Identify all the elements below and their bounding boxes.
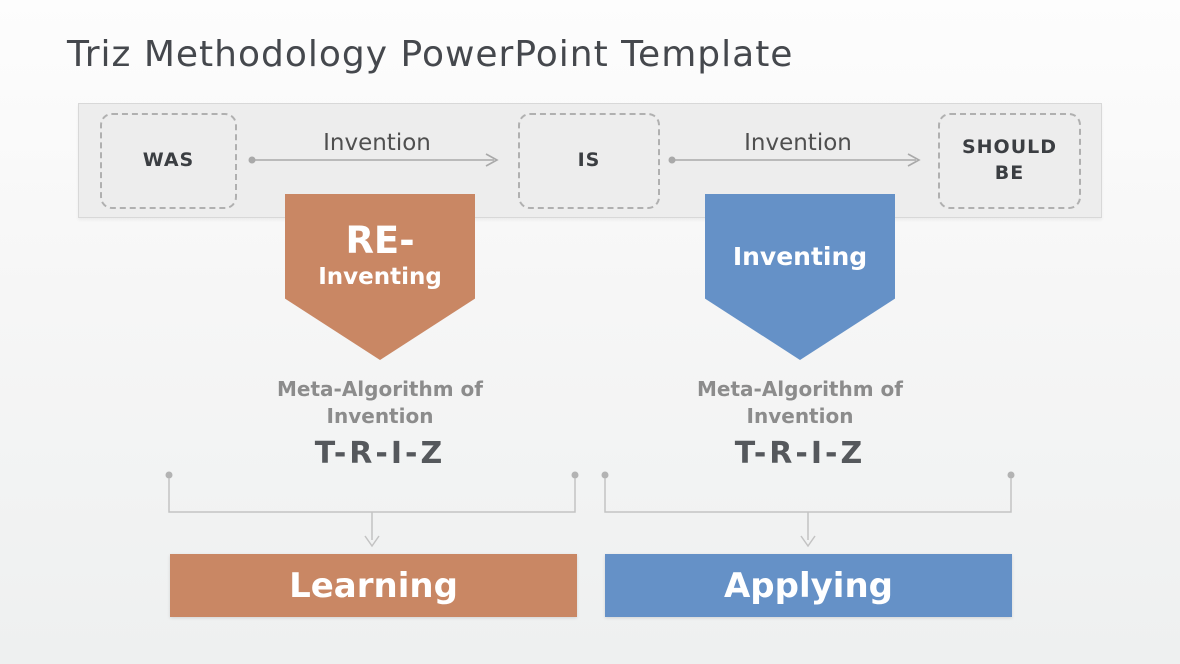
re-inventing-pentagon-arrow: RE- Inventing [285, 194, 475, 360]
bar-label-learning: Learning [289, 565, 458, 606]
stage-label-should-be: SHOULD BE [961, 136, 1058, 184]
applying-bar: Applying [605, 554, 1012, 617]
meta-caption-line1: Meta-Algorithm of [277, 377, 483, 401]
meta-caption-line2: Invention [326, 404, 434, 428]
right-gather-bracket [601, 471, 1015, 548]
meta-caption-line2: Invention [746, 404, 854, 428]
invention-label-left: Invention [323, 130, 431, 156]
stage-box-should-be: SHOULD BE [938, 113, 1081, 209]
bar-label-applying: Applying [723, 565, 893, 606]
invention-arrow-connector-left [248, 153, 499, 167]
learning-bar: Learning [170, 554, 577, 617]
inventing-pentagon-arrow: Inventing [705, 194, 895, 360]
connector-start-dot [248, 156, 256, 164]
pentagon-label-line1: RE- [345, 219, 415, 262]
left-gather-bracket [165, 471, 579, 548]
pentagon-label-line2: Inventing [318, 263, 442, 290]
connector-start-dot [668, 156, 676, 164]
stage-box-was: WAS [100, 113, 237, 209]
stage-box-is: IS [518, 113, 660, 209]
arrowhead-down-icon [800, 535, 816, 548]
meta-block-right: Meta-Algorithm of Invention T-R-I-Z [650, 376, 950, 471]
slide-title: Triz Methodology PowerPoint Template [67, 34, 794, 75]
triz-acronym: T-R-I-Z [314, 436, 446, 471]
stage-label-is: IS [577, 149, 601, 172]
arrowhead-right-icon [907, 153, 921, 167]
pentagon-label: Inventing [732, 242, 868, 271]
meta-block-left: Meta-Algorithm of Invention T-R-I-Z [230, 376, 530, 471]
triz-acronym: T-R-I-Z [734, 436, 866, 471]
invention-label-right: Invention [744, 130, 852, 156]
arrowhead-right-icon [485, 153, 499, 167]
invention-arrow-connector-right [668, 153, 921, 167]
meta-caption-line1: Meta-Algorithm of [697, 377, 903, 401]
gather-bracket-connectors [165, 471, 1015, 548]
stage-label-was: WAS [142, 149, 195, 172]
arrowhead-down-icon [364, 535, 380, 548]
